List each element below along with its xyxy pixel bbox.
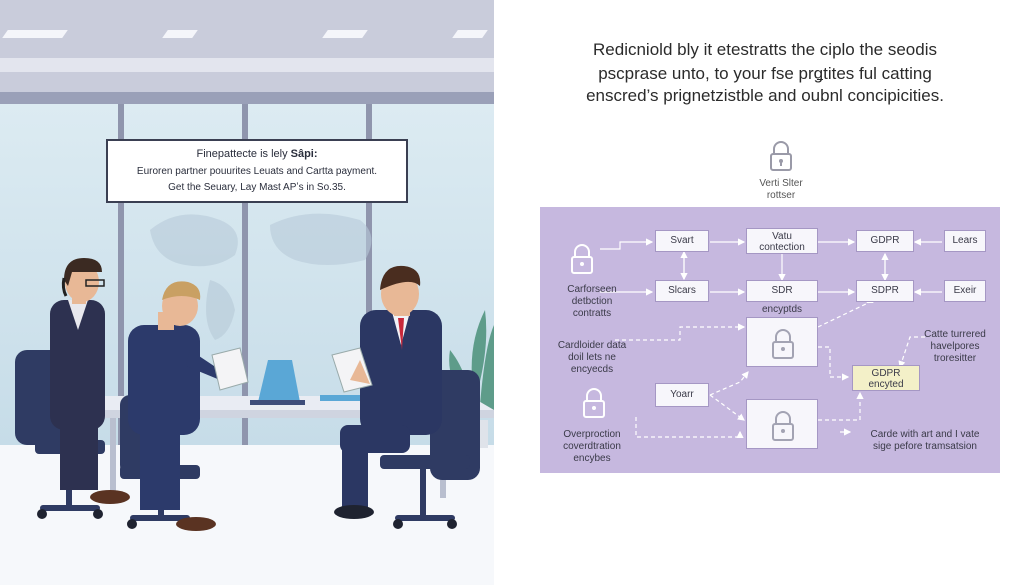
top-diagram-label: Verti Slter rottser: [740, 178, 822, 202]
overproc-line-2: coverdtration: [563, 441, 621, 452]
top-lock-icon: [770, 141, 792, 171]
diagram-box-gdpr-encrypted: GDPR encyted: [852, 365, 920, 391]
carde-line-2: sige pefore tramsatsion: [873, 441, 977, 452]
catte-label: Catte turrered havelpores troresitter: [910, 329, 1000, 365]
office-meeting-illustration: Finepattecte is lely Sâpi: Euroren partn…: [0, 0, 494, 585]
panel-lock-icon: [571, 244, 593, 274]
diagram-panel: Svart Vatu contection GDPR Lears Slcars …: [540, 207, 1000, 473]
cardholder-line-2: doil lets ne: [568, 352, 616, 363]
lock-icon: [772, 329, 794, 359]
diagram-box-gdpr: GDPR: [856, 230, 914, 252]
sign-title: Finepattecte is lely Sâpi:: [108, 148, 406, 160]
carde-line-1: Carde with art and I vate: [870, 429, 980, 440]
diagram-box-sdpr: SDPR: [856, 280, 914, 302]
vatu-line-1: Vatu: [772, 231, 792, 242]
lock-box-lower: [746, 399, 818, 449]
overproc-label: Overproction coverdtration encybes: [542, 429, 642, 465]
overproc-line-3: encybes: [573, 453, 611, 464]
catte-line-1: Catte turrered: [924, 329, 986, 340]
catte-line-2: havelpores: [930, 341, 980, 352]
lock-box-upper: [746, 317, 818, 367]
gdpr-enc-line-1: GDPR: [871, 368, 901, 379]
cardholder-line-3: encyecds: [570, 364, 614, 375]
meeting-scene-art: [15, 213, 494, 531]
headline-line-2: pscprase unto, to your fse prǥtites ful …: [598, 64, 932, 83]
info-sign: Finepattecte is lely Sâpi: Euroren partn…: [106, 139, 408, 203]
headline-line-1: Redicniold bly it etestratts the ciplo t…: [593, 40, 937, 59]
carfor-line-2: detbction: [571, 296, 613, 307]
diagram-box-yoarr: Yoarr: [655, 383, 709, 407]
sign-line-1: Euroren partner pouurites Leuats and Car…: [136, 166, 378, 177]
sign-title-text: Finepattecte is lely: [196, 148, 291, 160]
headline-line-3: enscred’s prignetzistble and oubnl conci…: [586, 86, 944, 105]
encryptds-label: encyptds: [761, 304, 803, 315]
gdpr-enc-line-2: encyted: [868, 379, 904, 390]
diagram-box-exeir: Exeir: [944, 280, 986, 302]
top-label-line-2: rottser: [766, 190, 796, 201]
cardholder-line-1: Cardloider data: [557, 340, 627, 351]
carfor-label: Carforseen detbction contratts: [542, 284, 642, 320]
vatu-line-2: contection: [759, 242, 805, 253]
ceiling: [0, 0, 494, 95]
window-beam: [0, 92, 494, 104]
diagram-box-lears: Lears: [944, 230, 986, 252]
diagram-box-sdr: SDR: [746, 280, 818, 302]
window-mullion: [366, 104, 372, 449]
cardholder-label: Cardloider data doil lets ne encyecds: [542, 340, 642, 376]
diagram-connectors: [600, 238, 942, 438]
diagram-box-sicars: Slcars: [655, 280, 709, 302]
ceiling-strip: [0, 58, 494, 72]
carfor-line-3: contratts: [572, 308, 612, 319]
sign-title-bold: Sâpi:: [290, 148, 318, 160]
diagram-box-vatu: Vatu contection: [746, 228, 818, 254]
carde-label: Carde with art and I vate sige pefore tr…: [852, 429, 998, 453]
catte-line-3: troresitter: [933, 353, 977, 364]
overproc-line-1: Overproction: [563, 429, 621, 440]
diagram-box-start: Svart: [655, 230, 709, 252]
panel-lock-icon: [583, 388, 605, 418]
window-mullion: [118, 104, 124, 449]
sign-line-2: Get the Seuary, Lay Mast APʼs in So.35.: [168, 182, 346, 193]
lock-icon: [772, 411, 794, 441]
window-mullion: [242, 104, 248, 449]
carfor-line-1: Carforseen: [567, 284, 617, 295]
top-label-line-1: Verti Slter: [759, 178, 803, 189]
